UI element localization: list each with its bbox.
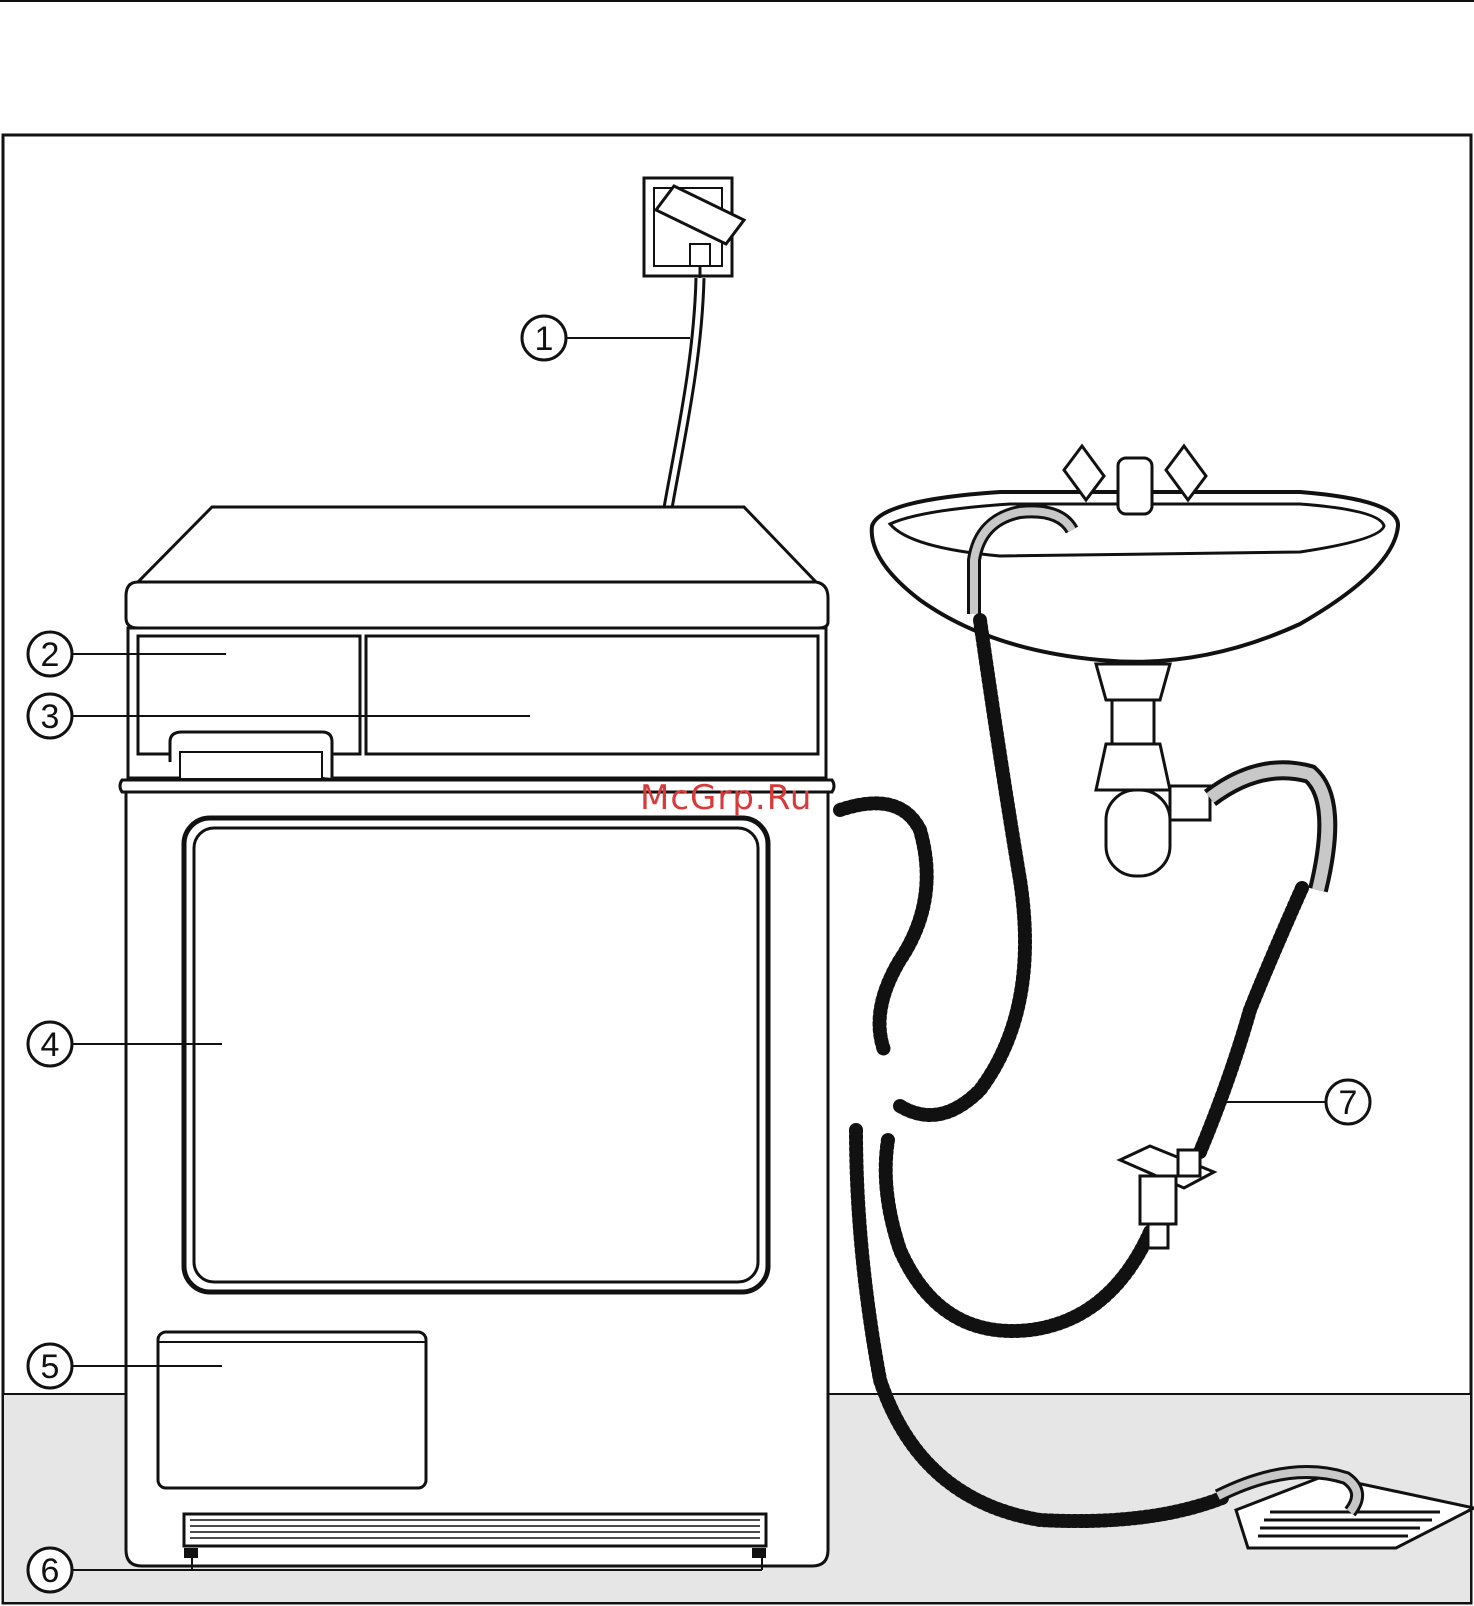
callout-7: 7 [1326, 1080, 1370, 1124]
callout-1-label: 1 [535, 320, 554, 358]
callout-6: 6 [28, 1548, 72, 1592]
callout-4: 4 [28, 1022, 72, 1066]
lower-panel [158, 1332, 426, 1488]
callout-3-label: 3 [41, 698, 60, 736]
watermark: McGrp.Ru [640, 778, 812, 818]
callout-4-label: 4 [41, 1026, 60, 1064]
callout-2-label: 2 [41, 636, 60, 674]
wall-socket-icon [644, 178, 744, 278]
callout-1: 1 [522, 316, 566, 360]
callout-3: 3 [28, 694, 72, 738]
dryer-door [184, 818, 768, 1292]
callout-2: 2 [28, 632, 72, 676]
dryer-icon [120, 507, 834, 1566]
callout-6-label: 6 [41, 1552, 60, 1590]
callout-7-label: 7 [1339, 1084, 1358, 1122]
callout-5-label: 5 [41, 1348, 60, 1386]
callout-5: 5 [28, 1344, 72, 1388]
